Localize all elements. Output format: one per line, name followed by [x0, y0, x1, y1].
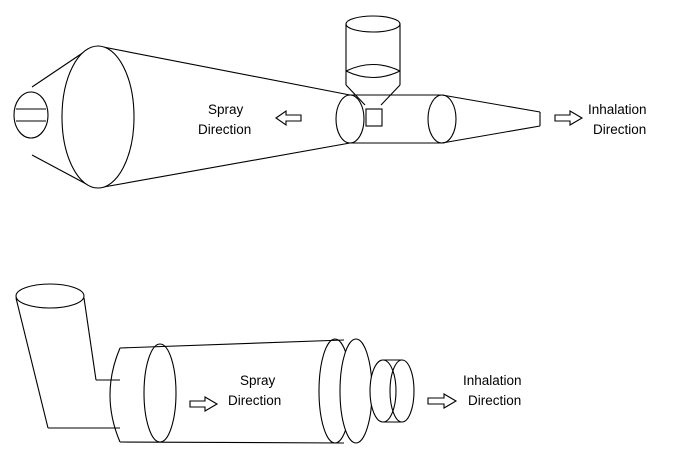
top-inhalation-label-line2: Direction — [593, 122, 646, 137]
bottom-spray-label-line1: Spray — [240, 373, 276, 388]
bottom-mouthpiece — [369, 359, 415, 423]
bottom-cylinder — [109, 338, 373, 444]
top-cone-body — [61, 45, 351, 189]
top-spacer-device: Spray Direction Inhalation Direction — [13, 15, 647, 189]
bottom-spray-label-line2: Direction — [228, 393, 281, 408]
bottom-inhalation-label-line1: Inhalation — [463, 373, 522, 388]
bottom-inhaler-boot — [15, 283, 120, 429]
top-spray-arrow — [275, 109, 302, 127]
bottom-inhalation-label-line2: Direction — [468, 393, 521, 408]
top-chamber — [335, 94, 457, 144]
bottom-inhalation-arrow — [427, 393, 458, 409]
top-left-cap — [13, 47, 91, 187]
top-inhalation-arrow — [554, 110, 584, 126]
top-canister — [345, 15, 401, 106]
bottom-spray-arrow — [189, 396, 219, 412]
top-spray-label-line2: Direction — [198, 122, 251, 137]
bottom-spacer-device: Spray Direction Inhalation Direction — [15, 283, 522, 444]
top-mouthpiece — [441, 94, 541, 144]
top-inhalation-label-line1: Inhalation — [588, 102, 647, 117]
top-spray-label-line1: Spray — [208, 102, 244, 117]
